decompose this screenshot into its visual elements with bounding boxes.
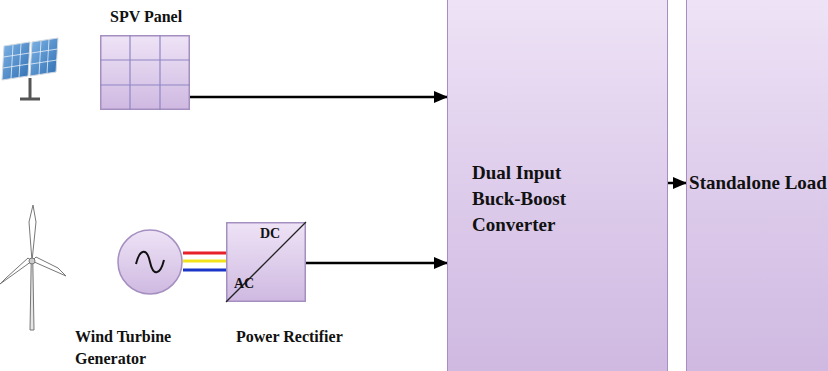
- converter-label: Dual Input Buck-Boost Converter: [472, 160, 592, 238]
- pv-panel-box-outline: [100, 35, 190, 110]
- dc-label: DC: [260, 227, 280, 241]
- generator-circle-outline: [117, 229, 183, 295]
- converter-box: Dual Input Buck-Boost Converter: [447, 0, 668, 371]
- ac-label: AC: [234, 277, 254, 291]
- generator-heading: Wind Turbine Generator: [75, 326, 200, 370]
- connector-line: [668, 182, 686, 185]
- solar-panel-icon: [2, 38, 58, 99]
- connector-line: [183, 269, 226, 272]
- wind-turbine-icon: [0, 205, 66, 330]
- pv-panel-box: SPV Panel: [100, 35, 190, 110]
- rectifier-heading: Power Rectifier: [236, 327, 343, 346]
- connector-line: [306, 262, 447, 265]
- generator-circle: Wind Turbine Generator: [117, 229, 183, 295]
- panel-heading: SPV Panel: [110, 7, 182, 26]
- ac-symbol: [136, 252, 164, 273]
- load-label: Standalone Load: [687, 170, 828, 196]
- connector-line: [183, 252, 226, 255]
- connector-line: [190, 96, 447, 99]
- three-phase-wires: [183, 253, 226, 270]
- power-arrow: [190, 97, 447, 98]
- connector-line: [183, 260, 226, 263]
- power-arrow: [668, 183, 686, 184]
- rectifier-box: DCACPower Rectifier: [226, 222, 306, 302]
- power-arrow: [306, 263, 447, 264]
- load-box: Standalone Load: [686, 0, 828, 371]
